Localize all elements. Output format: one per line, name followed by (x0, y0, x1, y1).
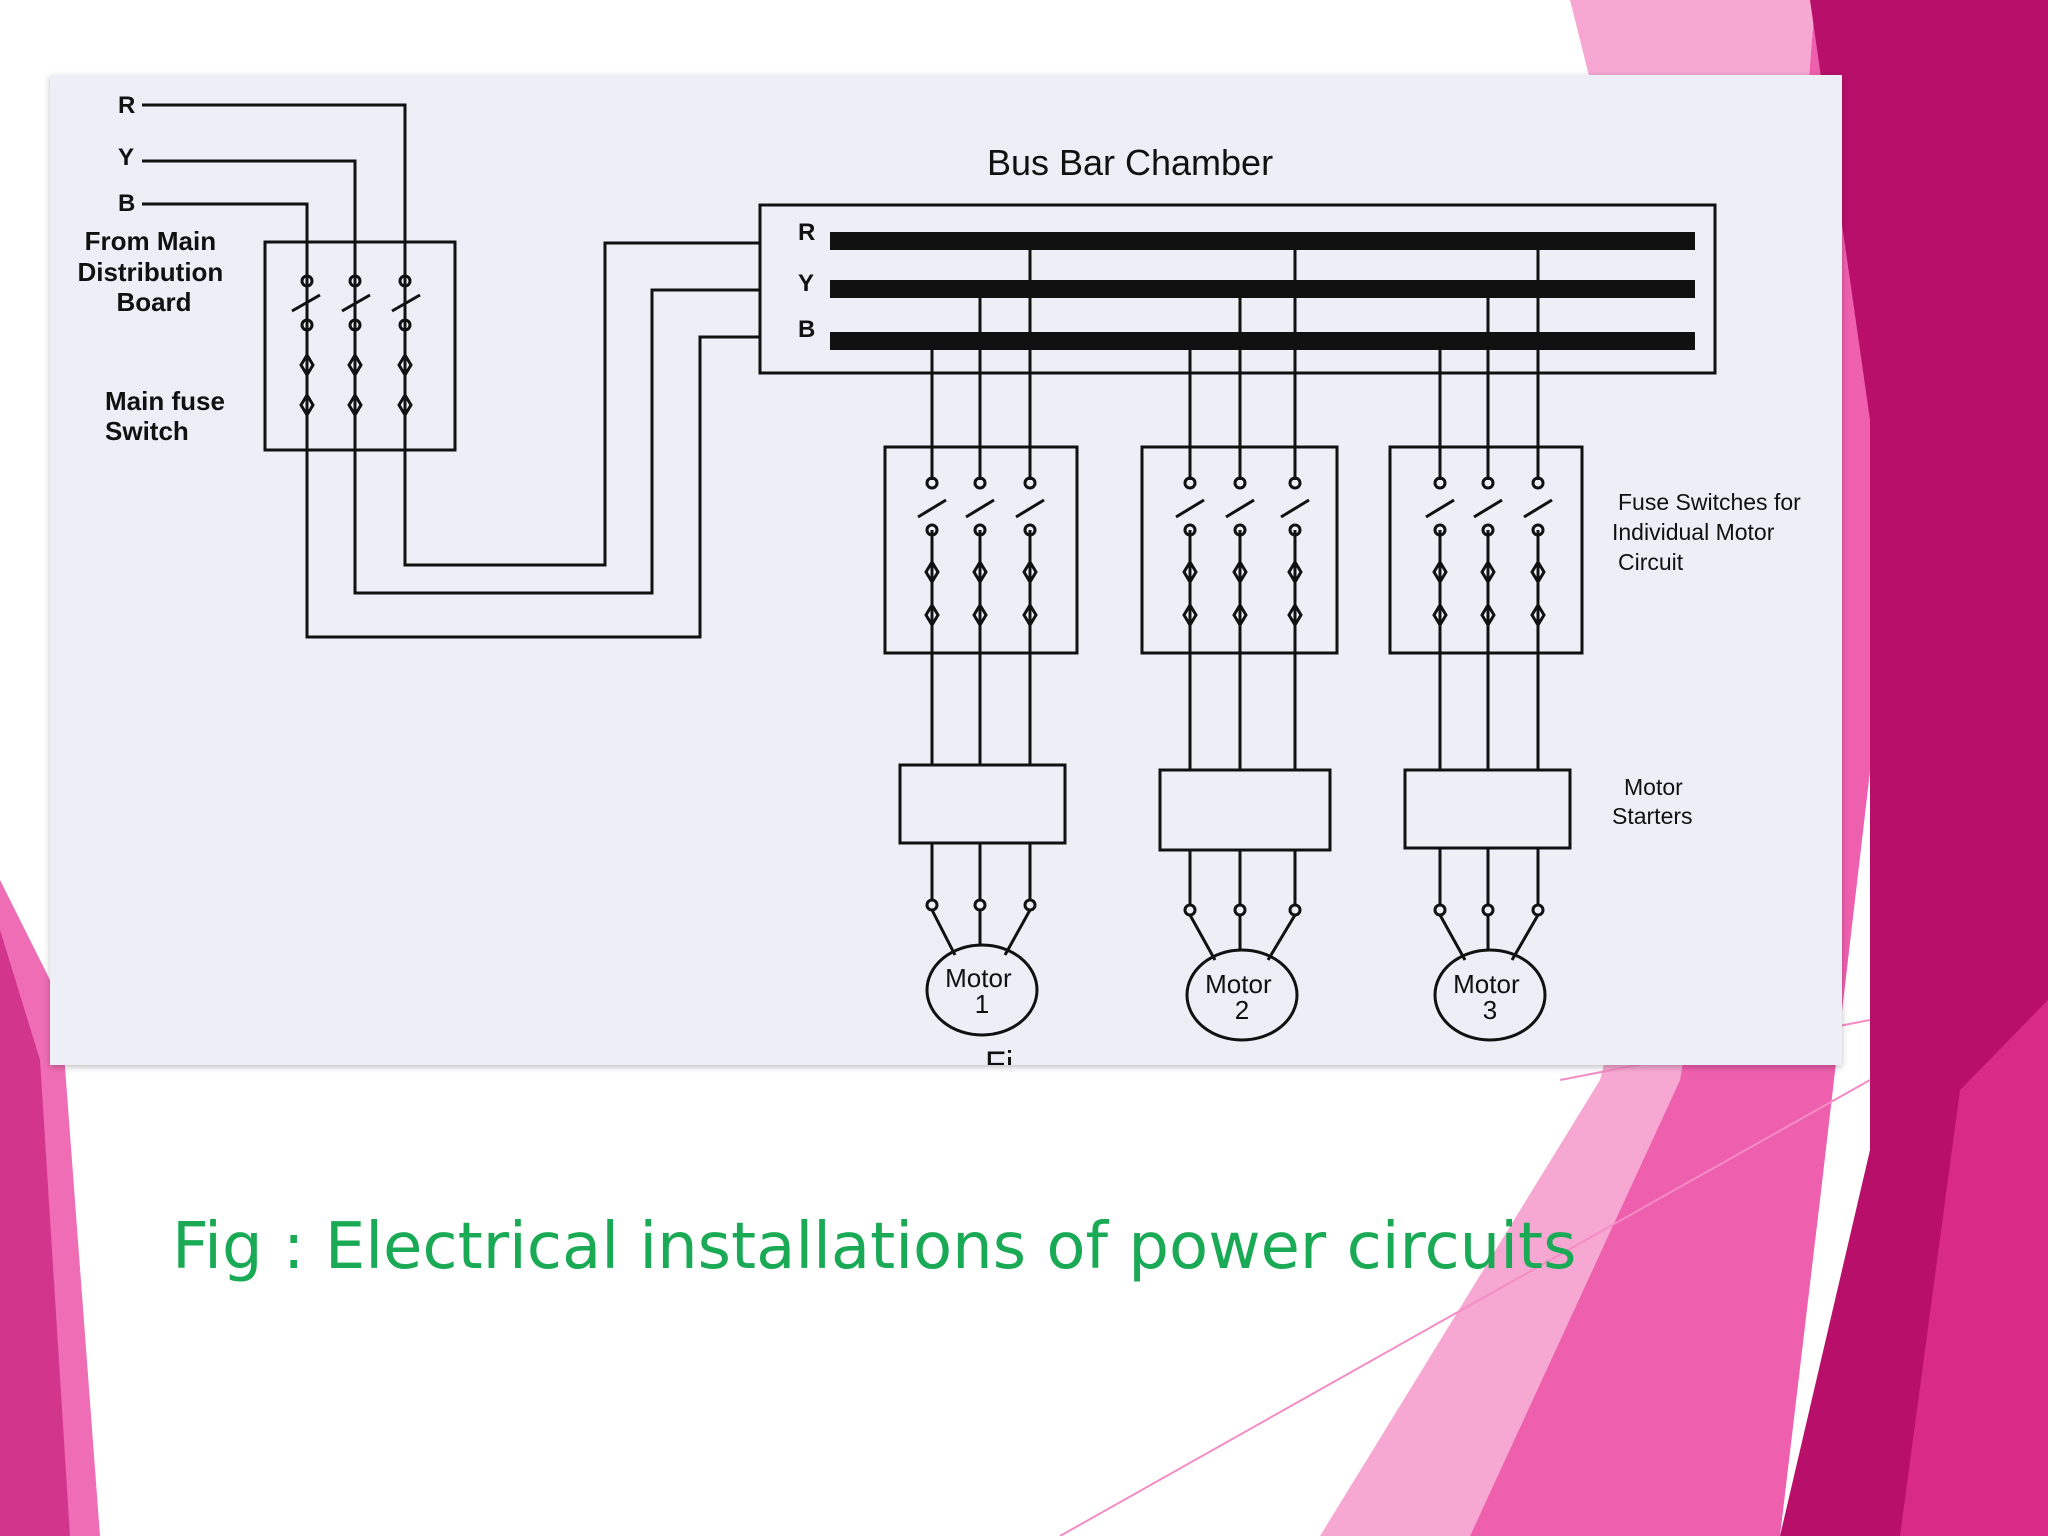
incoming-line-r (142, 103, 407, 275)
source-label: From Main Distribution Board (77, 226, 230, 317)
source-phase-label-y: Y (118, 144, 134, 171)
main-switch-label: Main fuse Switch (105, 386, 232, 446)
motor-circle-2 (1185, 948, 1299, 1042)
bus-bar-phase-label-b: B (798, 316, 815, 343)
motor-name-3: Motor (1453, 969, 1520, 999)
source-label-line-3: Board (116, 287, 191, 317)
incoming-line-y (142, 159, 357, 275)
source-phase-label-r: R (118, 92, 135, 119)
motor-name-1: Motor (945, 963, 1012, 993)
figure-caption: Fig : Electrical installations of power … (172, 1210, 1577, 1284)
cut-off-figure-text: Fi (985, 1045, 1013, 1065)
motor-label-2: Motor 2 (1205, 969, 1279, 1025)
main-switch-label-line-1: Main fuse (105, 386, 225, 416)
motor-starters-label: Motor Starters (1612, 774, 1693, 829)
motor-number-1: 1 (975, 989, 989, 1019)
main-fuse-switch-box (263, 240, 457, 452)
bus-bar-phase-label-r: R (798, 219, 815, 246)
fuse-switch-label: Fuse Switches for Individual Motor Circu… (1612, 489, 1807, 575)
motor-branch-1 (883, 241, 1079, 1037)
fuse-switch-label-line-2: Individual Motor (1612, 519, 1775, 545)
motor-circle-1 (925, 943, 1039, 1037)
right-corner-band (1900, 1000, 2048, 1536)
motor-label-3: Motor 3 (1453, 969, 1527, 1025)
motor-starters-label-line-2: Starters (1612, 803, 1693, 829)
source-label-line-1: From Main (85, 226, 216, 256)
motor-starter-box-2 (1158, 768, 1332, 852)
bus-bar-phase-label-y: Y (798, 270, 814, 297)
fuse-switch-box-3 (1388, 445, 1584, 655)
power-circuit-diagram: R Y B From Main Distribution Board Main … (77, 92, 1807, 1065)
fuse-switch-label-line-3: Circuit (1618, 549, 1684, 575)
main-switch-label-line-2: Switch (105, 416, 189, 446)
motor-circle-3 (1433, 948, 1547, 1042)
feeder-line-y (353, 275, 760, 595)
motor-label-1: Motor 1 (945, 963, 1019, 1019)
feeder-line-b (305, 275, 760, 639)
incoming-line-b (142, 202, 309, 275)
motor-starter-box-3 (1403, 768, 1572, 850)
motor-number-3: 3 (1483, 995, 1497, 1025)
motor-branch-2 (1140, 241, 1339, 1042)
motor-name-2: Motor (1205, 969, 1272, 999)
source-label-line-2: Distribution (77, 257, 223, 287)
motor-branch-3 (1388, 241, 1584, 1042)
motor-number-2: 2 (1235, 995, 1249, 1025)
motor-starter-box-1 (898, 763, 1067, 845)
fuse-switch-label-line-1: Fuse Switches for (1618, 489, 1801, 515)
source-phase-label-b: B (118, 190, 135, 217)
diagram-figure: R Y B From Main Distribution Board Main … (50, 75, 1842, 1065)
thin-diagonal-line (1059, 1079, 1871, 1536)
bus-bar-chamber-box (758, 203, 1717, 375)
feeder-line-r (403, 241, 760, 567)
motor-starters-label-line-1: Motor (1624, 774, 1683, 800)
bus-bar-title: Bus Bar Chamber (987, 142, 1273, 183)
left-dark-stripe (0, 930, 70, 1536)
